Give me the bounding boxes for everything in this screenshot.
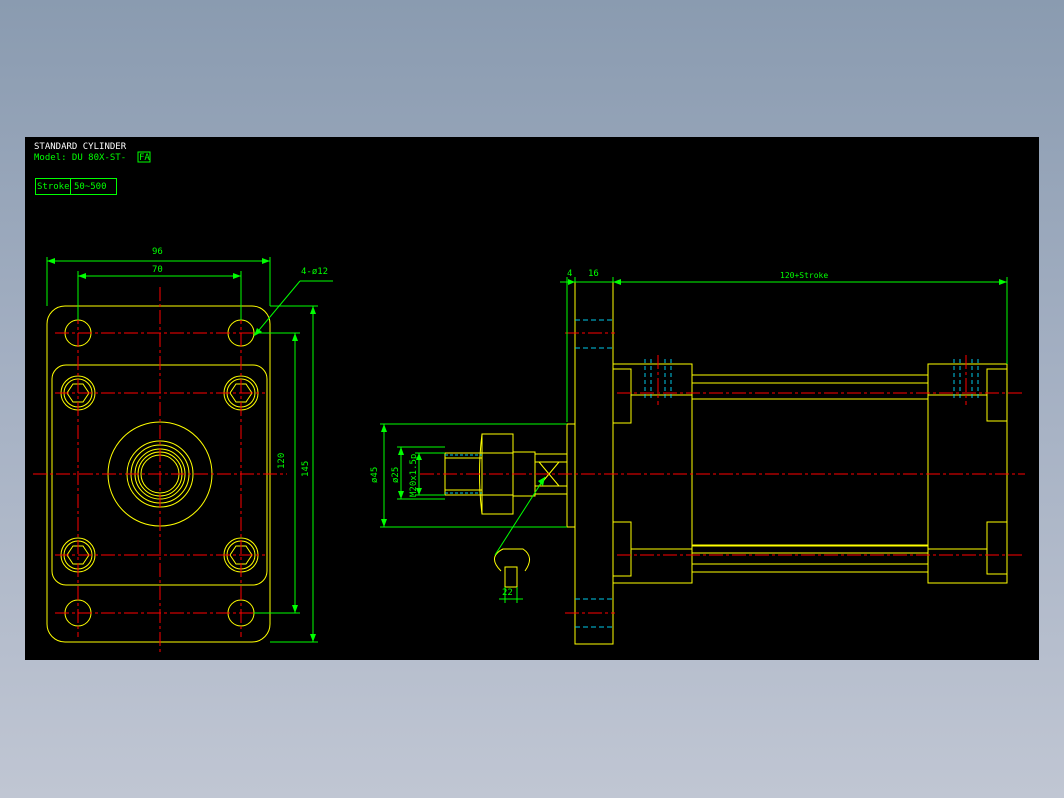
- dim-rod-outer: ø45: [370, 466, 380, 483]
- dim-thread: M20x1.5p: [409, 453, 419, 497]
- flange-hidden-holes: [575, 319, 613, 628]
- dim-height-outer: 145: [301, 460, 311, 477]
- wrench-flat-symbol: [494, 548, 530, 588]
- dim-body-length: 120+Stroke: [780, 271, 829, 280]
- side-dimensions: [380, 277, 1008, 603]
- side-centerlines: [420, 332, 1025, 614]
- dim-flange: 16: [588, 269, 599, 279]
- dim-flange-thin: 4: [567, 269, 573, 279]
- front-centerlines: [33, 287, 287, 655]
- dim-rod: ø25: [391, 466, 401, 483]
- dim-width-outer: 96: [152, 247, 163, 257]
- rod-thread: [445, 454, 482, 494]
- side-view: [380, 277, 1025, 645]
- flange: [566, 281, 614, 645]
- dim-height-holes: 120: [277, 452, 287, 469]
- front-view: [33, 257, 333, 655]
- stroke-table: [35, 178, 117, 195]
- dim-holes-callout: 4-ø12: [301, 267, 329, 277]
- model-label: Model: DU 80X-ST-: [34, 153, 127, 163]
- model-suffix: FA: [139, 153, 150, 163]
- front-dimension-arrows: [47, 258, 316, 642]
- stroke-range: 50~500: [74, 182, 107, 192]
- drawing-title: STANDARD CYLINDER: [34, 142, 127, 152]
- drawing-canvas: STANDARD CYLINDER Model: DU 80X-ST- FA S…: [25, 137, 1039, 660]
- dim-width-holes: 70: [152, 265, 163, 275]
- model-suffix-box: [137, 151, 151, 163]
- side-dimension-arrows: [381, 279, 1007, 527]
- dim-wrench: 22: [502, 588, 513, 598]
- stroke-label: Stroke: [37, 182, 70, 192]
- front-dimensions: [46, 257, 333, 643]
- piston-rod: [444, 433, 568, 515]
- cad-drawing: [33, 151, 1025, 655]
